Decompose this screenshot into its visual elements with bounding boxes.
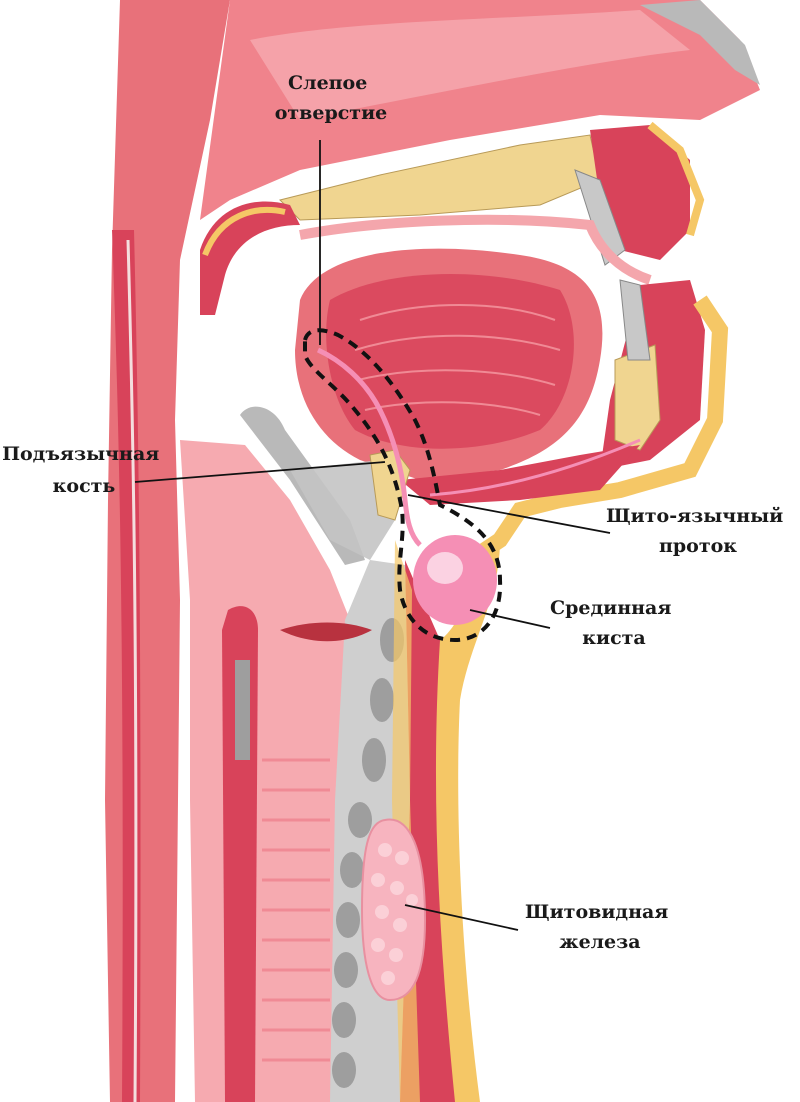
esophagus-gray — [235, 660, 250, 760]
trachea-ridges — [262, 758, 330, 1062]
leader-thyroid-gland — [404, 904, 519, 931]
dashed-outline — [303, 328, 503, 643]
label-median-cyst-line2: киста — [582, 627, 645, 649]
nasal-highlight — [250, 10, 690, 120]
tongue-fibers — [354, 304, 561, 416]
leader-lines — [134, 140, 611, 931]
label-hyoid-bone-line1: Подъязычная — [2, 443, 159, 465]
cyst-highlight — [427, 552, 463, 584]
label-thyroid-gland-line2: железа — [559, 931, 640, 953]
leader-hyoid-bone — [134, 461, 386, 483]
thyroid-shape — [360, 818, 427, 1002]
soft-palate-fat — [202, 206, 286, 257]
label-foramen-caecum: Слепое отверстие — [275, 72, 388, 124]
anatomy-illustration — [105, 0, 760, 1102]
upper-lip-fat — [647, 121, 705, 237]
labels: Слепое отверстие Подъязычная кость Щито-… — [2, 72, 790, 953]
label-thyroglossal-duct-line1: Щито-язычный — [606, 505, 783, 527]
duct-continuation — [429, 438, 641, 497]
vocal-fold — [280, 622, 372, 642]
label-hyoid-bone: Подъязычная кость — [2, 443, 166, 497]
chin-fat — [465, 295, 729, 567]
leader-median-cyst — [469, 609, 551, 629]
oral-gap — [299, 214, 652, 285]
label-thyroglossal-duct-line2: проток — [659, 535, 737, 557]
label-median-cyst: Срединная киста — [550, 597, 678, 649]
label-foramen-caecum-line2: отверстие — [275, 102, 388, 124]
pharynx — [180, 440, 350, 1102]
label-median-cyst-line1: Срединная — [550, 597, 671, 619]
spine-line — [126, 239, 138, 1102]
thyroid-lobules — [371, 843, 418, 985]
hyoid-fan — [290, 460, 395, 560]
leader-thyroglossal-duct — [407, 494, 611, 534]
duct — [316, 347, 422, 547]
upper-cartilage — [640, 0, 760, 85]
label-hyoid-bone-line2: кость — [53, 475, 116, 497]
label-thyroid-gland-line1: Щитовидная — [525, 901, 668, 923]
soft-palate — [200, 201, 300, 315]
label-thyroglossal-duct: Щито-язычный проток — [606, 505, 790, 557]
lower-tooth — [619, 279, 651, 361]
anterior-neck-fat — [435, 540, 500, 1102]
label-thyroid-gland: Щитовидная железа — [525, 901, 675, 953]
floor-muscle — [400, 445, 640, 505]
label-foramen-caecum-line1: Слепое — [288, 72, 367, 94]
